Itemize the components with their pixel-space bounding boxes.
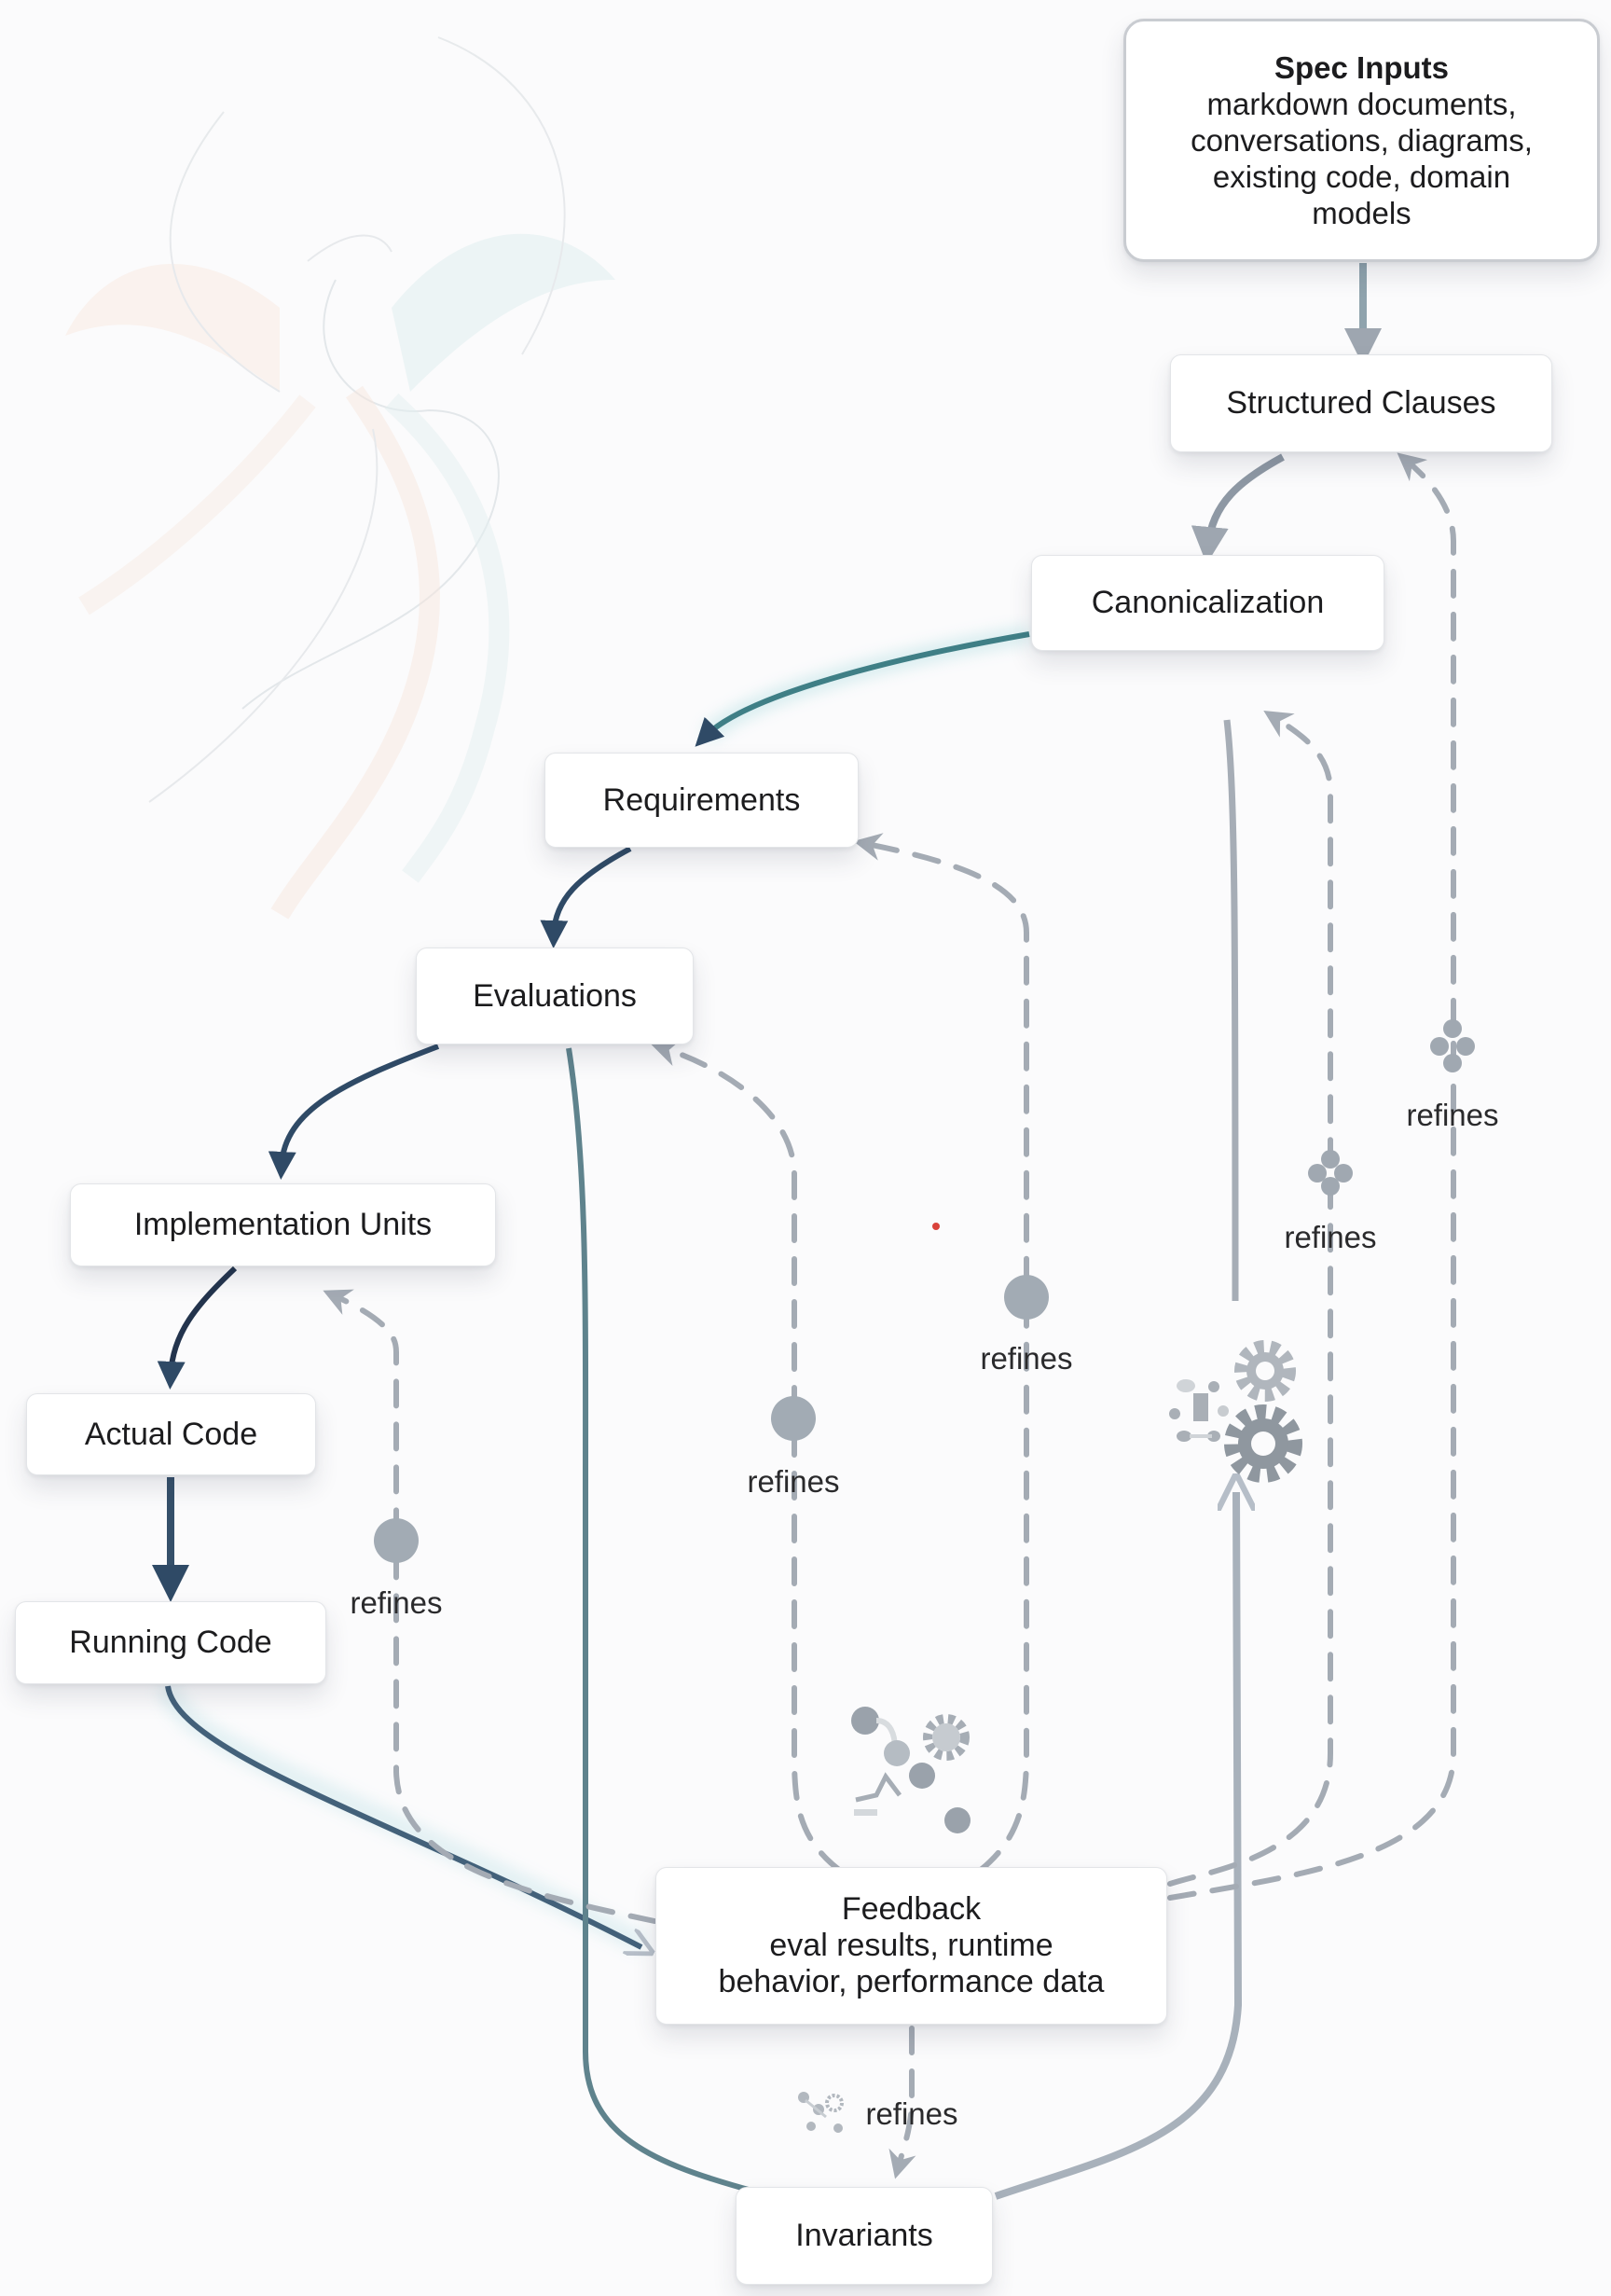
node-subtitle-line: eval results, runtime <box>769 1928 1053 1963</box>
four-dots-icon <box>1430 1019 1475 1072</box>
node-label: Canonicalization <box>1091 585 1325 620</box>
edge-canon-to-req-glow <box>700 626 1031 743</box>
node-invariants[interactable]: Invariants <box>736 2187 993 2285</box>
dashed-edges <box>323 452 1456 2179</box>
edge-label-refines: refines <box>980 1341 1073 1376</box>
gears-icon <box>1169 1340 1302 1483</box>
workflow-cluster-icon <box>851 1707 971 1833</box>
edge-label-refines: refines <box>1284 1220 1377 1254</box>
node-subtitle-line: existing code, domain <box>1212 159 1511 194</box>
node-running-code[interactable]: Running Code <box>15 1601 326 1684</box>
dashed-edge-to-req <box>853 833 1029 1873</box>
edge-label-refines: refines <box>1406 1098 1499 1132</box>
node-subtitle-line: behavior, performance data <box>718 1964 1105 1999</box>
dashed-edge-to-impl <box>323 1289 657 1924</box>
node-actual-code[interactable]: Actual Code <box>26 1393 316 1475</box>
node-title: Feedback <box>841 1891 982 1927</box>
solid-edges <box>152 263 1382 2200</box>
edge-eval-to-invariants <box>566 1047 756 2194</box>
edge-clauses-to-canon <box>1191 453 1285 564</box>
phoenix-watermark-icon <box>65 36 615 920</box>
node-implementation-units[interactable]: Implementation Units <box>70 1183 496 1266</box>
edge-req-to-eval <box>540 846 632 948</box>
node-title: Spec Inputs <box>1274 50 1450 85</box>
node-subtitle-line: conversations, diagrams, <box>1191 123 1533 158</box>
edge-running-to-feedback <box>165 1685 641 1947</box>
cursor-marker-dot <box>932 1223 940 1230</box>
edge-label-refines: refines <box>747 1464 840 1499</box>
edge-canon-to-req <box>695 631 1030 747</box>
node-label: Invariants <box>795 2218 933 2253</box>
node-label: Evaluations <box>473 977 637 1014</box>
small-workflow-icon <box>798 2092 844 2133</box>
node-structured-clauses[interactable]: Structured Clauses <box>1170 354 1552 452</box>
node-label: Actual Code <box>84 1416 258 1452</box>
refines-dot-icon <box>374 1518 419 1563</box>
refines-dot-icon <box>1004 1275 1049 1320</box>
refines-dot-icon <box>771 1396 816 1441</box>
dashed-edge-to-eval <box>650 1039 842 1873</box>
node-canonicalization[interactable]: Canonicalization <box>1031 555 1384 651</box>
dashed-edge-to-invariants <box>888 2026 916 2179</box>
node-label: Running Code <box>69 1625 272 1660</box>
node-label: Structured Clauses <box>1226 385 1496 421</box>
dashed-edge-to-canon <box>1167 711 1333 1887</box>
node-subtitle-line: markdown documents, <box>1206 87 1517 121</box>
four-dots-icon <box>1308 1150 1353 1196</box>
edge-impl-to-actual <box>157 1266 238 1390</box>
node-subtitle-line: models <box>1312 196 1411 230</box>
node-spec-inputs[interactable]: Spec Inputs markdown documents, conversa… <box>1123 19 1600 262</box>
edge-invariants-to-canon-arrow <box>994 1492 1238 2200</box>
edge-label-refines: refines <box>865 2096 958 2131</box>
node-evaluations[interactable]: Evaluations <box>416 947 694 1044</box>
node-label: Implementation Units <box>133 1207 433 1242</box>
dashed-edge-to-clauses <box>1167 452 1456 1901</box>
edge-eval-to-impl <box>268 1044 440 1180</box>
node-label: Requirements <box>602 781 801 818</box>
edge-canon-to-line <box>1223 719 1239 1302</box>
node-feedback[interactable]: Feedback eval results, runtime behavior,… <box>655 1867 1167 2025</box>
edge-label-refines: refines <box>350 1585 443 1620</box>
node-requirements[interactable]: Requirements <box>544 753 859 848</box>
